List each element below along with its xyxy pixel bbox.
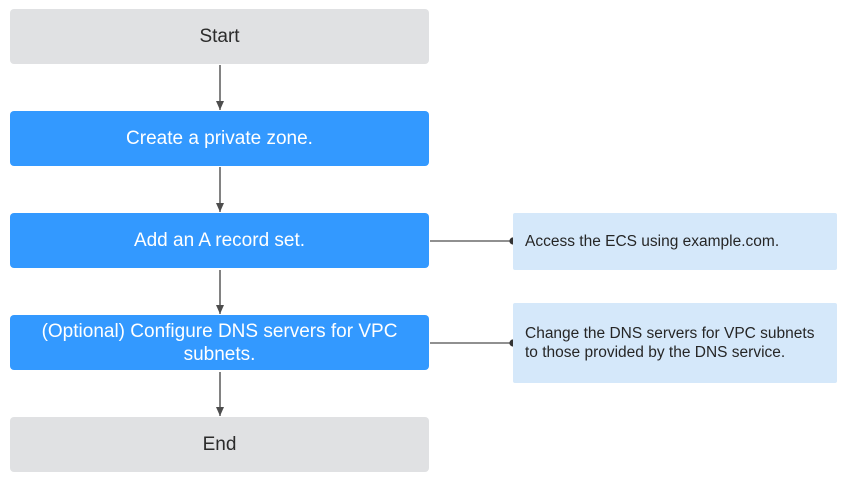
step-configure-dns-servers-label: (Optional) Configure DNS servers for VPC… <box>41 320 398 365</box>
step-create-private-zone-label: Create a private zone. <box>126 128 313 149</box>
step-configure-dns-servers: (Optional) Configure DNS servers for VPC… <box>10 315 429 370</box>
note-change-dns-servers: Change the DNS servers for VPC subnets t… <box>513 303 837 383</box>
start-node: Start <box>10 9 429 64</box>
note-access-ecs: Access the ECS using example.com. <box>513 213 837 270</box>
end-label: End <box>202 434 237 455</box>
step-add-a-record-set-label: Add an A record set. <box>133 230 306 251</box>
note-change-dns-servers-text: Change the DNS servers for VPC subnets t… <box>525 325 815 361</box>
end-node: End <box>10 417 429 472</box>
step-add-a-record-set: Add an A record set. <box>10 213 429 268</box>
step-create-private-zone: Create a private zone. <box>10 111 429 166</box>
note-access-ecs-text: Access the ECS using example.com. <box>525 233 780 250</box>
start-label: Start <box>199 26 240 47</box>
